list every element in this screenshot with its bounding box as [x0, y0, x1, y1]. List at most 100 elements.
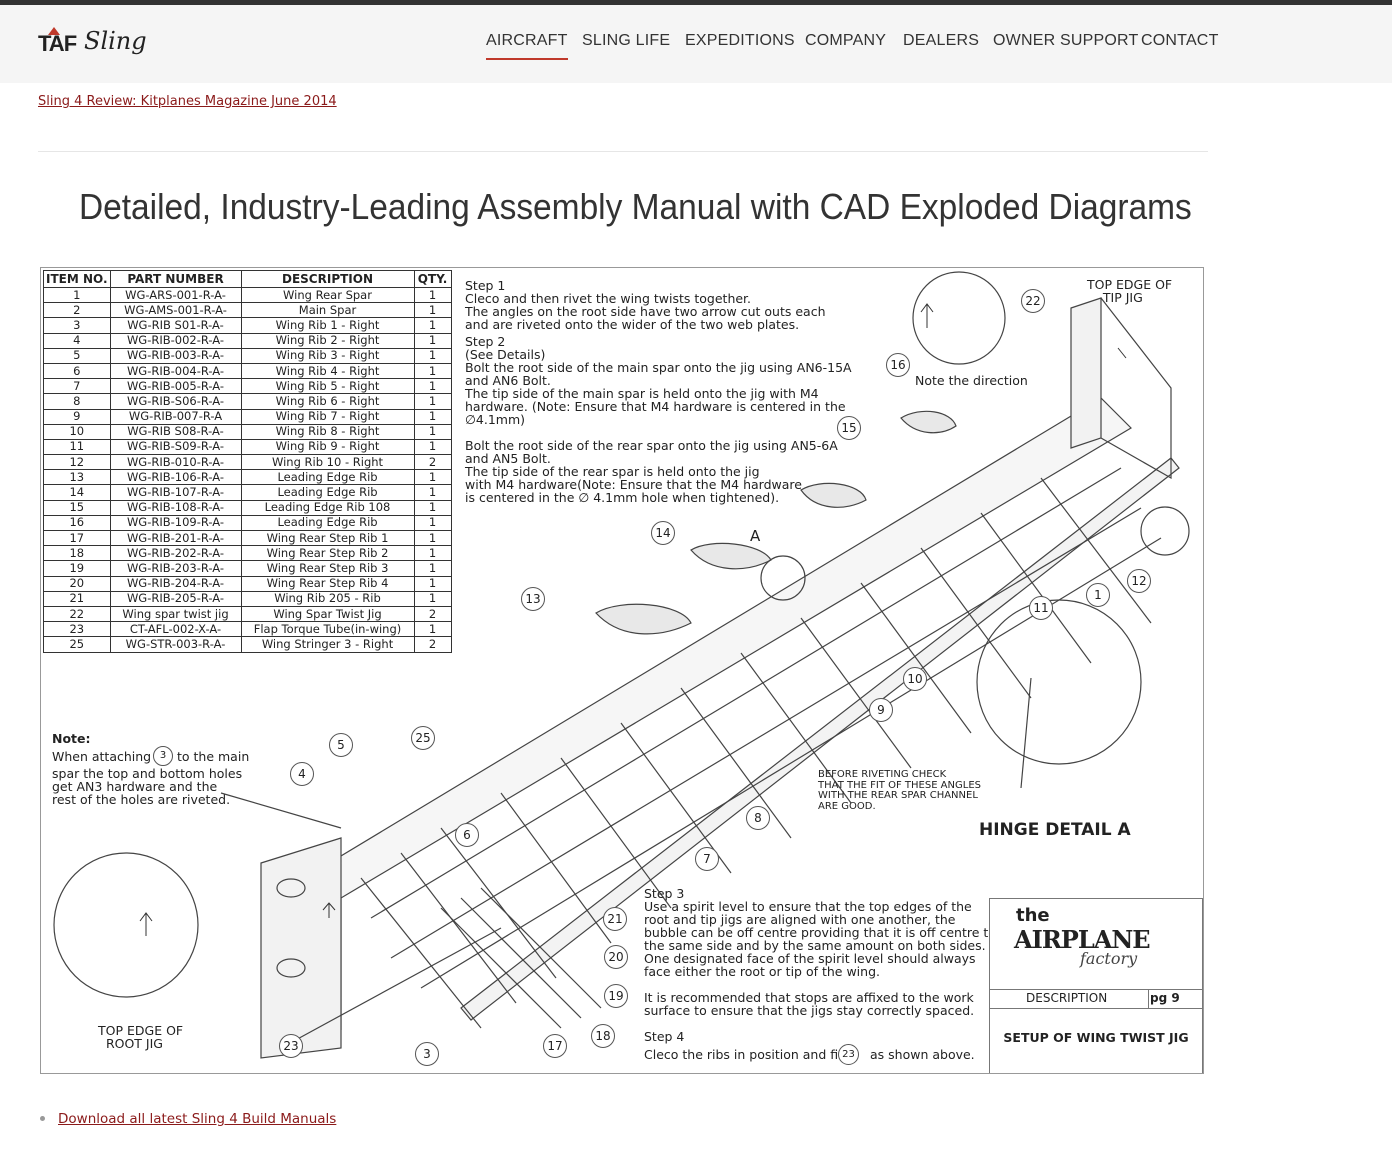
- col-description: DESCRIPTION: [240, 270, 415, 288]
- cell-item-no: 8: [43, 393, 111, 410]
- review-link[interactable]: Sling 4 Review: Kitplanes Magazine June …: [38, 94, 337, 109]
- wing-drawing: [53, 271, 1190, 1059]
- callout-9: 9: [869, 698, 893, 722]
- cell-item-no: 3: [43, 317, 111, 334]
- cell-item-no: 15: [43, 499, 111, 516]
- cell-item-no: 14: [43, 484, 111, 501]
- nav-item-owner-support[interactable]: OWNER SUPPORT: [993, 32, 1139, 49]
- cell-part-number: WG-RIB-005-R-A-: [109, 378, 242, 395]
- cell-item-no: 6: [43, 362, 111, 380]
- cell-part-number: WG-RIB-004-R-A-: [109, 362, 242, 380]
- top-bar: [0, 0, 1392, 5]
- step4-text-1: Cleco the ribs in position and fit: [644, 1047, 844, 1062]
- step4-text-2: as shown above.: [870, 1047, 975, 1062]
- title-block-desc-label: DESCRIPTION: [1026, 991, 1108, 1005]
- cell-item-no: 5: [43, 347, 111, 364]
- nav-item-aircraft[interactable]: AIRCRAFT: [486, 32, 568, 60]
- cell-item-no: 9: [43, 408, 111, 425]
- cell-qty: 1: [413, 347, 452, 364]
- cell-qty: 1: [413, 469, 452, 486]
- title-block-page: pg 9: [1150, 991, 1180, 1005]
- callout-21: 21: [603, 907, 627, 931]
- cell-part-number: WG-RIB-107-R-A-: [109, 484, 242, 501]
- callout-8: 8: [746, 806, 770, 830]
- cell-part-number: WG-ARS-001-R-A-: [109, 286, 242, 304]
- col-part-number: PART NUMBER: [109, 270, 242, 288]
- step3-text: Use a spirit level to ensure that the to…: [644, 899, 996, 1018]
- cell-qty: 1: [413, 332, 452, 349]
- cell-part-number: WG-RIB-205-R-A-: [109, 590, 242, 607]
- cell-qty: 1: [413, 560, 452, 577]
- cell-item-no: 16: [43, 514, 111, 532]
- cell-part-number: WG-RIB-010-R-A-: [109, 454, 242, 471]
- cell-qty: 1: [413, 408, 452, 425]
- cell-description: Wing Rib 7 - Right: [240, 408, 415, 425]
- logo-script: Sling: [84, 27, 147, 55]
- cell-qty: 1: [413, 529, 452, 547]
- site-logo[interactable]: TAF Sling: [38, 27, 148, 61]
- callout-13: 13: [521, 587, 545, 611]
- col-qty: QTY.: [413, 270, 452, 288]
- cell-qty: 1: [413, 317, 452, 334]
- list-bullet: [40, 1116, 45, 1121]
- step1-text: Cleco and then rivet the wing twists tog…: [465, 291, 826, 332]
- nav-item-company[interactable]: COMPANY: [805, 32, 887, 49]
- cell-description: Wing Rib 2 - Right: [240, 332, 415, 349]
- nav-item-sling-life[interactable]: SLING LIFE: [582, 32, 671, 49]
- cell-qty: 1: [413, 575, 452, 592]
- page-headline: Detailed, Industry-Leading Assembly Manu…: [78, 186, 1192, 227]
- cell-qty: 1: [413, 393, 452, 410]
- hinge-detail-label: HINGE DETAIL A: [979, 820, 1131, 840]
- cell-item-no: 17: [43, 529, 111, 547]
- step4-title: Step 4: [644, 1029, 685, 1044]
- cell-description: Wing Rib 205 - Rib: [240, 590, 415, 607]
- cell-description: Wing Stringer 3 - Right: [240, 636, 415, 653]
- brand-logo-the: the: [1016, 905, 1050, 926]
- note-text-1: When attaching: [52, 749, 152, 764]
- step3-title: Step 3: [644, 886, 685, 901]
- cell-qty: 1: [413, 423, 452, 440]
- cell-description: Main Spar: [240, 302, 415, 319]
- nav-item-dealers[interactable]: DEALERS: [903, 32, 980, 49]
- cell-description: Wing Rib 5 - Right: [240, 378, 415, 395]
- nav-item-contact[interactable]: CONTACT: [1141, 32, 1219, 49]
- cell-item-no: 11: [43, 438, 111, 456]
- cell-description: Wing Rib 1 - Right: [240, 317, 415, 334]
- callout-19: 19: [604, 984, 628, 1008]
- callout-16: 16: [886, 353, 910, 377]
- nav-item-expeditions[interactable]: EXPEDITIONS: [685, 32, 795, 49]
- step2-title: Step 2: [465, 334, 506, 349]
- cell-part-number: Wing spar twist jig: [109, 605, 242, 623]
- brand-logo-sub: factory: [1080, 949, 1138, 968]
- logo-mark-icon: [48, 27, 60, 35]
- callout-4: 4: [290, 762, 314, 786]
- cell-part-number: WG-AMS-001-R-A-: [109, 302, 242, 319]
- cell-item-no: 21: [43, 590, 111, 607]
- download-manuals-link[interactable]: Download all latest Sling 4 Build Manual…: [58, 1111, 337, 1127]
- title-block-divider: [1148, 990, 1149, 1008]
- cell-part-number: WG-STR-003-R-A-: [109, 636, 242, 653]
- cell-qty: 1: [413, 545, 452, 562]
- cell-part-number: CT-AFL-002-X-A-: [109, 621, 242, 638]
- cell-description: Leading Edge Rib: [240, 484, 415, 501]
- col-item-no: ITEM NO.: [43, 270, 111, 288]
- callout-10: 10: [903, 667, 927, 691]
- detail-label-a: A: [750, 527, 761, 545]
- cell-description: Flap Torque Tube(in-wing): [240, 621, 415, 638]
